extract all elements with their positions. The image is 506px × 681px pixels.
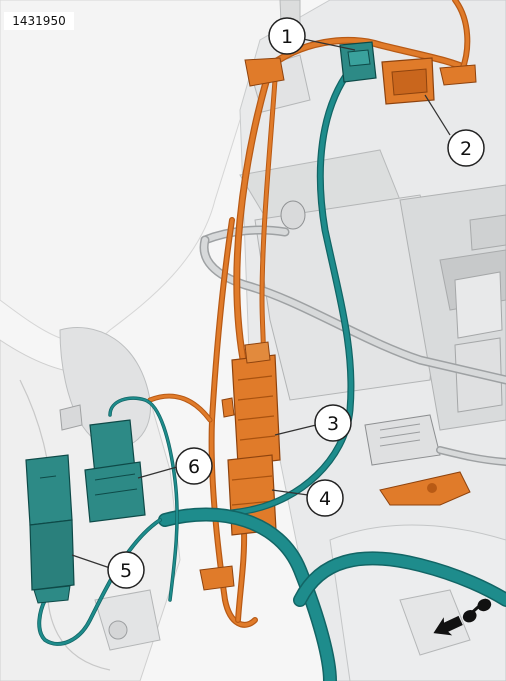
callout-5: 5 [107, 551, 145, 589]
svg-text:5: 5 [120, 560, 132, 582]
callout-1: 1 [268, 17, 306, 55]
leader-lines [71, 38, 451, 569]
figure-reference-id: 1431950 [4, 12, 74, 30]
svg-text:6: 6 [188, 456, 200, 478]
callout-3: 3 [314, 404, 352, 442]
svg-text:3: 3 [327, 413, 339, 435]
grey-cable [199, 200, 506, 466]
callout-2: 2 [447, 129, 485, 167]
svg-text:4: 4 [319, 488, 331, 510]
svg-text:2: 2 [460, 138, 472, 160]
callout-6: 6 [175, 447, 213, 485]
callout-4: 4 [306, 479, 344, 517]
orange-harness [147, 0, 477, 628]
svg-text:1: 1 [281, 26, 293, 48]
teal-cables [25, 41, 506, 681]
forward-arrow-car-icon [433, 598, 492, 636]
